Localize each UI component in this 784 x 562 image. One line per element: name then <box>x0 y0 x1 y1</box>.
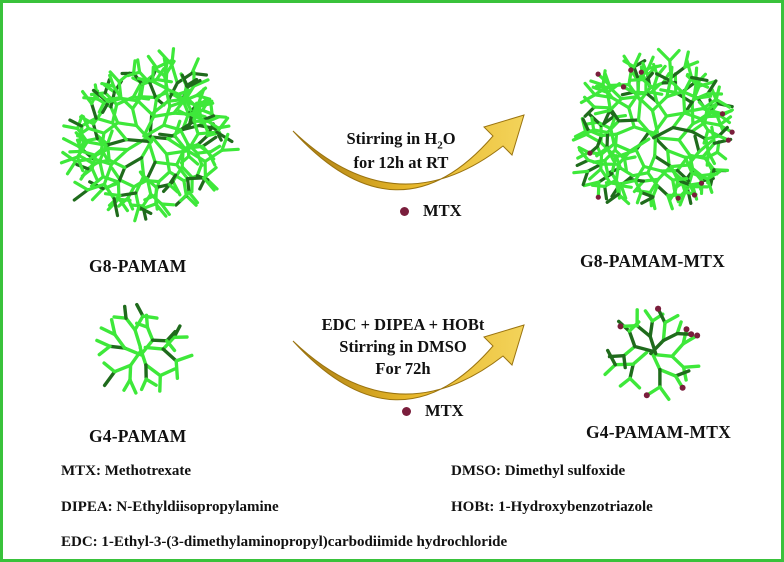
legend-hobt: HOBt: 1-Hydroxybenzotriazole <box>451 499 653 515</box>
bottom-condition-line2: Stirring in DMSO <box>339 337 467 356</box>
g4-pamam-label: G4-PAMAM <box>89 426 187 446</box>
g8-pamam-mtx-label: G8-PAMAM-MTX <box>580 251 725 271</box>
mtx-dot-icon <box>400 207 409 216</box>
top-reagent-label: MTX <box>423 201 462 220</box>
top-condition-text: Stirring in H <box>346 129 438 148</box>
top-condition-line2: for 12h at RT <box>353 153 449 172</box>
bottom-reagent-label: MTX <box>425 401 464 420</box>
g8-pamam-mtx-structure <box>571 47 735 211</box>
g8-pamam-label: G8-PAMAM <box>89 256 187 276</box>
bottom-condition-line1: EDC + DIPEA + HOBt <box>321 315 485 334</box>
top-condition-tail: O <box>442 129 456 148</box>
mtx-dot-icon <box>402 407 411 416</box>
g4-pamam-structure <box>95 302 194 395</box>
bottom-condition-line3: For 72h <box>375 359 431 378</box>
legend-edc: EDC: 1-Ethyl-3-(3-dimethylaminopropyl)ca… <box>61 534 508 550</box>
reaction-arrow-bottom <box>292 324 525 401</box>
g4-pamam-mtx-label: G4-PAMAM-MTX <box>586 422 731 442</box>
g8-pamam-structure <box>59 47 240 223</box>
top-condition-subscript: 2 <box>437 139 443 152</box>
legend-mtx: MTX: Methotrexate <box>61 463 192 479</box>
g4-pamam-mtx-structure <box>603 305 701 402</box>
reaction-arrow-top <box>292 114 525 191</box>
legend-dmso: DMSO: Dimethyl sulfoxide <box>451 463 626 479</box>
top-condition-line1: Stirring in H2O <box>331 129 471 155</box>
legend-dipea: DIPEA: N-Ethyldiisopropylamine <box>61 499 279 515</box>
